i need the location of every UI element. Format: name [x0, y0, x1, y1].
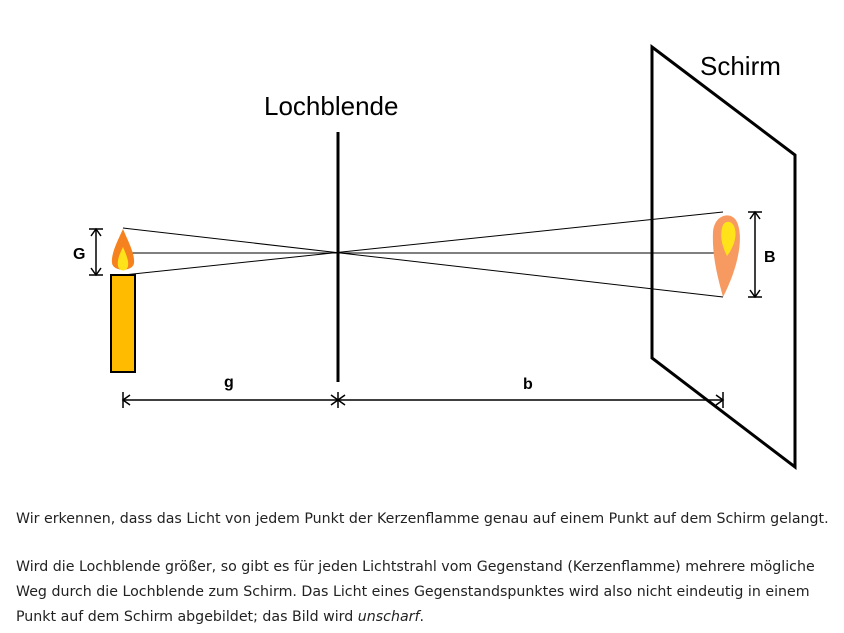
pinhole-camera-diagram: Schirm Lochblende G B g b [73, 43, 797, 471]
image-flame-inner [721, 221, 736, 256]
paragraph-1-text: Wir erkennen, dass das Licht von jedem P… [16, 511, 829, 527]
candle-flame-inner [117, 247, 129, 271]
g-arrowhead-left [121, 394, 131, 406]
paragraph-sharp-image: Wir erkennen, dass das Licht von jedem P… [16, 507, 840, 532]
candle-body [110, 274, 136, 373]
paragraph-2-text: Wird die Lochblende größer, so gibt es f… [16, 555, 840, 630]
b-arrowhead-right [715, 394, 725, 406]
paragraph-blurry-image: Wird die Lochblende größer, so gibt es f… [16, 555, 840, 630]
ray-bottom-to-top [122, 211, 724, 276]
light-rays [122, 211, 724, 298]
paragraph-2-main: Wird die Lochblende größer, so gibt es f… [16, 559, 815, 625]
distance-arrows [121, 392, 725, 408]
object-distance-label: g [224, 374, 234, 391]
paragraph-2-end: . [419, 609, 424, 625]
image-size-label: B [764, 249, 776, 266]
b-arrowhead-left [336, 394, 346, 406]
object-size-label: G [73, 246, 85, 263]
pinhole-label: Lochblende [264, 91, 398, 121]
screen [650, 43, 797, 471]
image-distance-label: b [523, 376, 533, 393]
paragraph-2-emphasis: unscharf [357, 609, 420, 625]
screen-label: Schirm [700, 51, 781, 81]
ray-top-to-bottom [122, 227, 724, 298]
